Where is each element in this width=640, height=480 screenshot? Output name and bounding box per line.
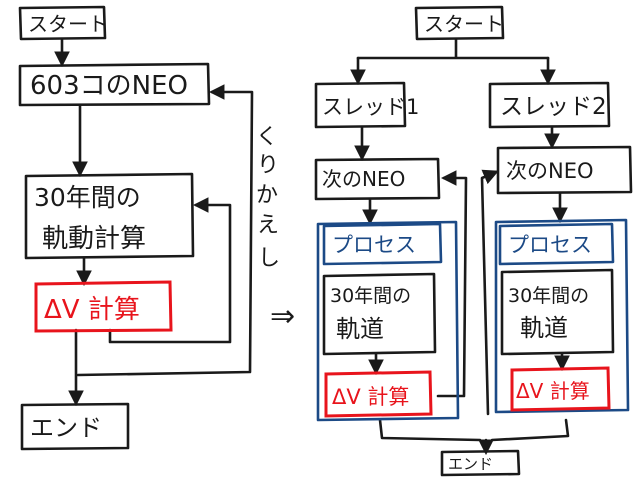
thread1-box: [314, 81, 407, 129]
process1-label: プロセス: [332, 233, 416, 257]
left-neo-label: 603コのNEO: [30, 71, 188, 101]
orbit1-box: [322, 272, 437, 356]
thread1-loop: [436, 170, 468, 398]
left-orbit-box: [24, 172, 195, 260]
left-inner-loop: [108, 197, 232, 344]
loop-label: く り か え し: [256, 125, 280, 271]
loop-char-2: り: [257, 153, 279, 178]
dv1-box: [324, 370, 433, 418]
right-split-line: [356, 37, 550, 60]
orbit2-label-2: 軌道: [520, 314, 568, 342]
next-neo1-box: [314, 157, 441, 201]
right-end-box: [440, 449, 521, 477]
thread1-label: スレッド1: [322, 95, 419, 119]
transform-arrow: ⇒: [270, 299, 295, 334]
thread2-to-end: [490, 418, 570, 442]
thread2-loop: [480, 169, 499, 416]
left-orbit-label-2: 軌動計算: [42, 224, 146, 254]
loop-char-5: し: [258, 246, 280, 271]
next-neo2-label: 次のNEO: [506, 159, 594, 183]
left-end-label: エンド: [30, 414, 102, 442]
orbit1-label-1: 30年間の: [330, 285, 411, 307]
next-neo1-label: 次のNEO: [322, 167, 405, 191]
process1-outer: [316, 220, 460, 422]
orbit1-label-2: 軌道: [336, 315, 384, 343]
orbit2-box: [500, 268, 615, 356]
dv2-label: ΔV 計算: [516, 379, 590, 403]
process1-header: [322, 222, 443, 266]
loop-char-4: え: [257, 213, 279, 238]
loop-char-1: く: [256, 125, 278, 150]
process-containers: [316, 218, 630, 422]
left-end-box: [20, 402, 130, 451]
right-parallel-flow: [314, 5, 633, 477]
right-start-label: スタート: [424, 12, 504, 36]
right-start-box: [414, 5, 505, 41]
dv1-label: ΔV 計算: [332, 385, 409, 409]
thread2-box: [488, 81, 611, 129]
thread1-to-end: [378, 418, 482, 442]
right-end-label: エンド: [448, 455, 493, 473]
loop-char-3: か: [256, 183, 278, 208]
left-start-label: スタート: [28, 12, 108, 36]
thread2-label: スレッド2: [500, 94, 607, 120]
process2-outer: [494, 218, 630, 414]
left-dv-label: ΔV 計算: [44, 295, 140, 325]
orbit2-label-1: 30年間の: [508, 285, 589, 307]
left-start-box: [18, 5, 107, 41]
left-neo-box: [18, 62, 211, 107]
process2-label: プロセス: [508, 233, 592, 257]
left-outer-loop: [76, 84, 254, 377]
dv2-box: [510, 366, 611, 412]
process2-header: [498, 222, 615, 266]
left-orbit-label-1: 30年間の: [34, 183, 141, 212]
left-dv-box: [34, 280, 173, 333]
left-sequential-flow: [18, 5, 254, 451]
